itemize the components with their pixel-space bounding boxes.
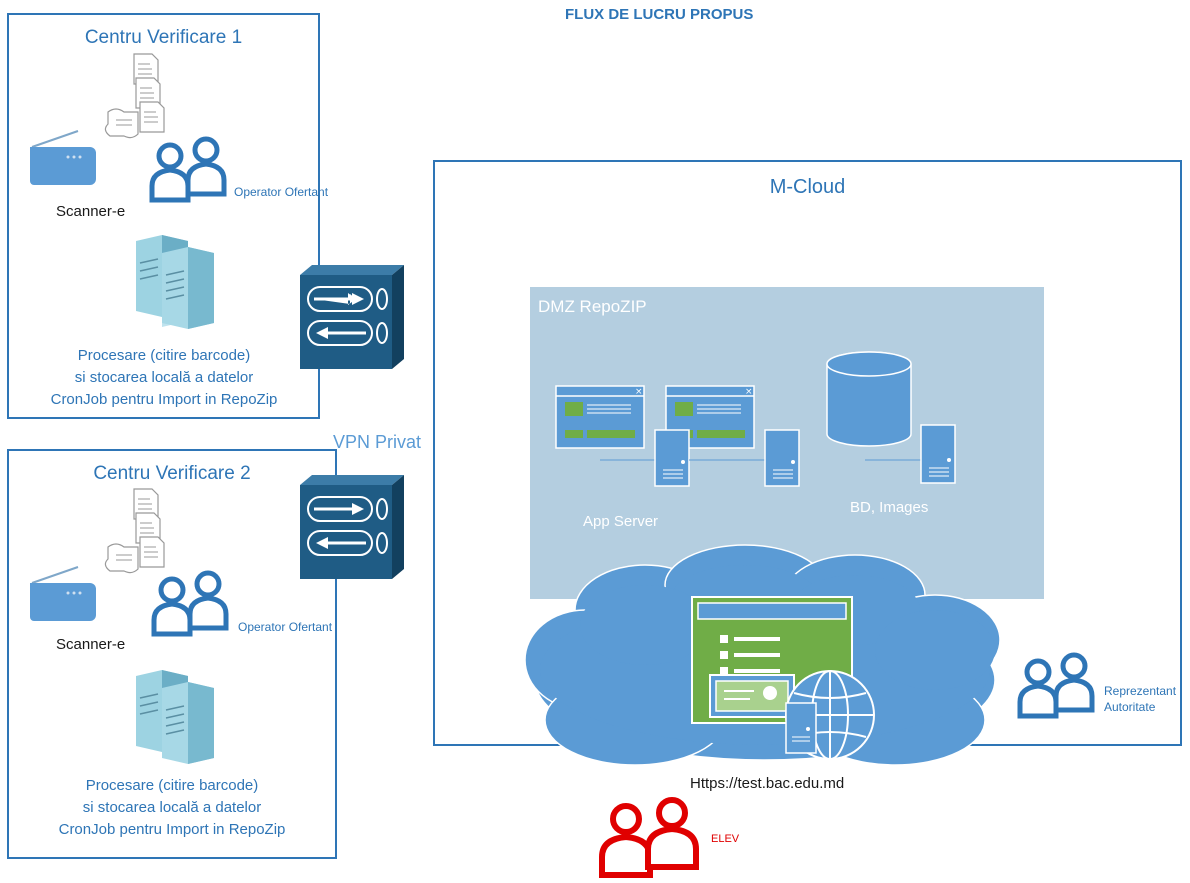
vpn-label: VPN Privat bbox=[333, 432, 422, 452]
center-2-title: Centru Verificare 2 bbox=[93, 463, 251, 484]
processing-line-3: CronJob pentru Import in RepoZip bbox=[58, 821, 286, 838]
scanner-icon bbox=[30, 566, 96, 621]
svg-text:×: × bbox=[635, 387, 643, 397]
processing-description: Procesare (citire barcode) si stocarea l… bbox=[12, 345, 316, 411]
processing-line-2: si stocarea locală a datelor bbox=[74, 369, 254, 386]
m-cloud-title: M-Cloud bbox=[769, 176, 846, 198]
dmz-title: DMZ RepoZIP bbox=[538, 297, 647, 316]
scanner-label: Scanner-e bbox=[56, 636, 126, 653]
app-server-icon: × × bbox=[555, 385, 800, 487]
web-portal-icon bbox=[691, 596, 875, 760]
operator-users-icon bbox=[151, 570, 229, 637]
scanner-icon bbox=[30, 130, 96, 185]
servers-icon bbox=[136, 235, 214, 329]
database-icon bbox=[826, 351, 956, 484]
documents-icon bbox=[104, 488, 165, 574]
processing-line-1: Procesare (citire barcode) bbox=[77, 347, 251, 364]
center-1-box: Centru Verificare 1 bbox=[7, 13, 320, 419]
processing-line-3: CronJob pentru Import in RepoZip bbox=[50, 391, 278, 408]
center-2-box: Centru Verificare 2 bbox=[7, 449, 337, 859]
operator-label: Operator Ofertant bbox=[238, 620, 333, 634]
vpn-router-icon bbox=[300, 475, 404, 579]
db-label: BD, Images bbox=[850, 499, 929, 516]
authority-label-line-1: Reprezentant bbox=[1104, 684, 1177, 698]
student-users-icon bbox=[599, 797, 699, 878]
center-1-title: Centru Verificare 1 bbox=[84, 27, 243, 48]
operator-users-icon bbox=[149, 136, 227, 203]
operator-label: Operator Ofertant bbox=[234, 185, 329, 199]
app-server-label: App Server bbox=[583, 513, 659, 530]
authority-users-icon bbox=[1017, 652, 1095, 719]
processing-line-2: si stocarea locală a datelor bbox=[82, 799, 262, 816]
vpn-router-icon bbox=[300, 265, 404, 369]
processing-description: Procesare (citire barcode) si stocarea l… bbox=[12, 775, 332, 841]
page-title: FLUX DE LUCRU PROPUS bbox=[565, 6, 754, 23]
authority-label-line-2: Autoritate bbox=[1104, 700, 1156, 714]
scanner-label: Scanner-e bbox=[56, 203, 126, 220]
student-label: ELEV bbox=[711, 833, 740, 845]
svg-text:×: × bbox=[745, 387, 753, 397]
documents-icon bbox=[104, 53, 165, 139]
processing-line-1: Procesare (citire barcode) bbox=[85, 777, 259, 794]
servers-icon bbox=[136, 670, 214, 764]
url-label: Https://test.bac.edu.md bbox=[690, 775, 845, 792]
